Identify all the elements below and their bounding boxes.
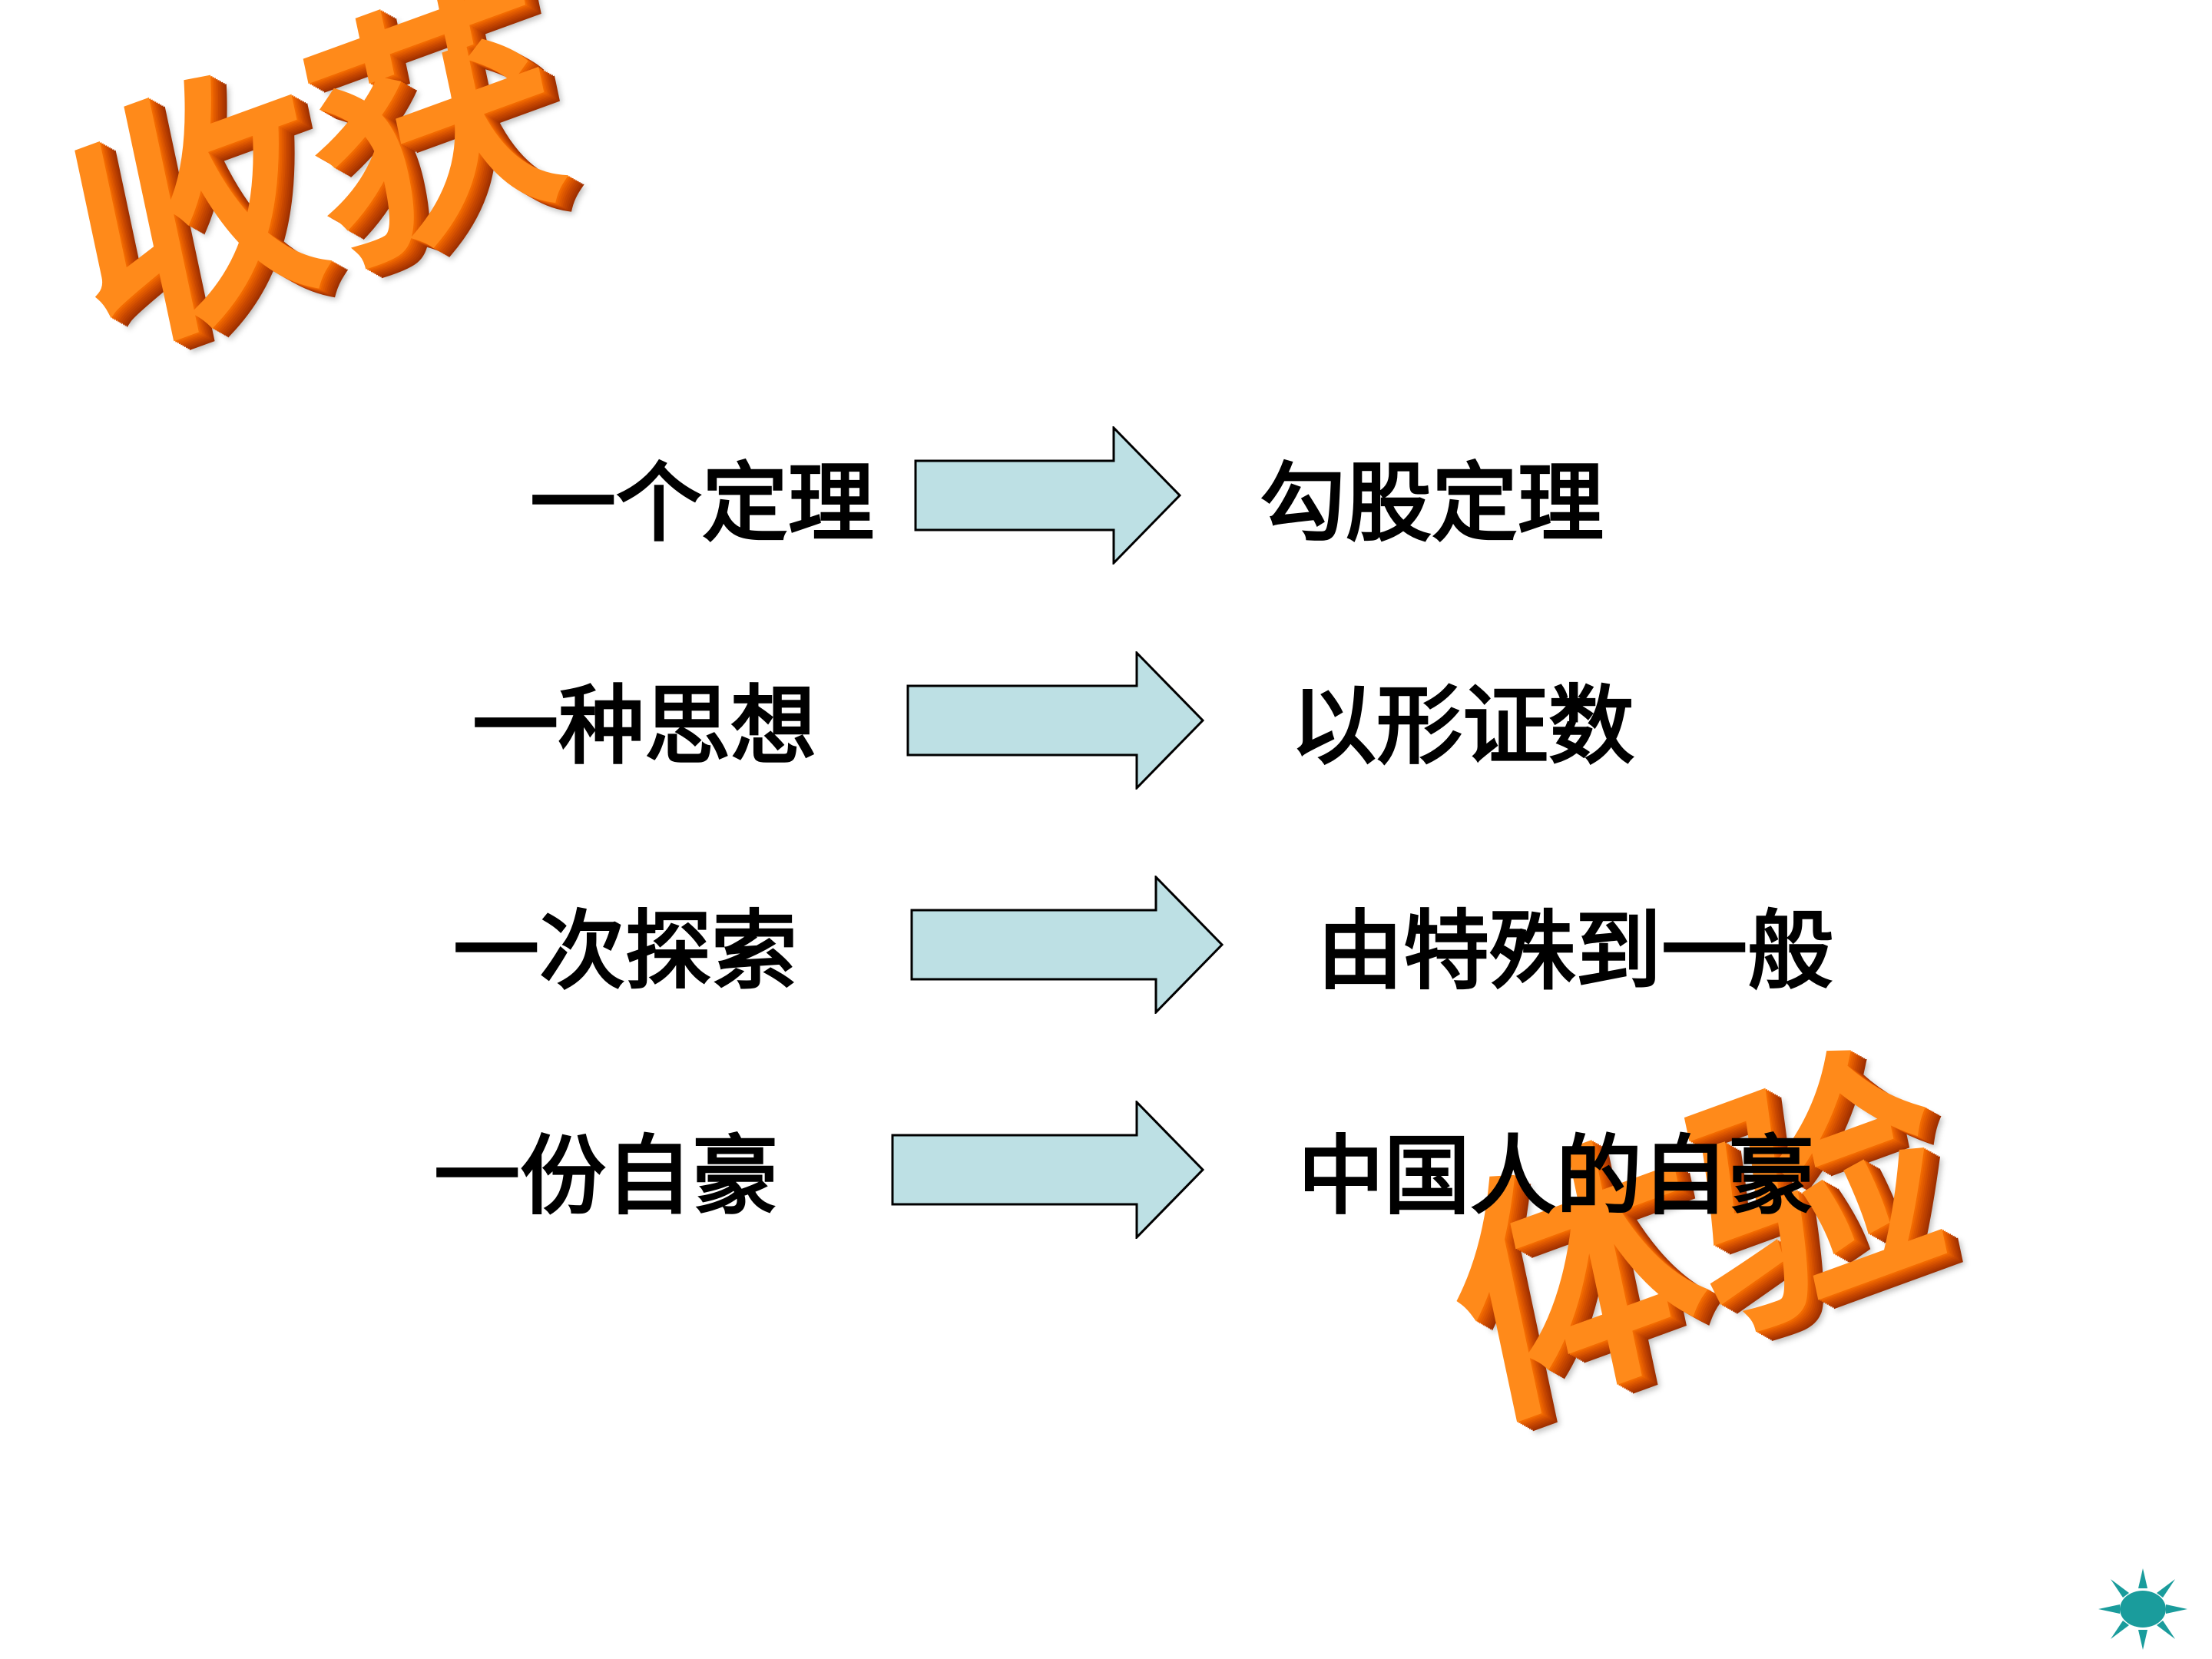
arrow-right-icon [891,1101,1206,1239]
row-4-left-label: 一份自豪 [434,1127,778,1227]
harvest-wordart: 收获 [45,0,584,403]
row-3-right-label: 由特殊到一般 [1317,902,1833,1002]
sun-icon[interactable] [2097,1567,2189,1651]
row-2-left-label: 一种思想 [472,677,816,777]
row-4-right-label: 中国人的自豪 [1298,1127,1814,1227]
row-1-right-label: 勾股定理 [1260,454,1604,554]
experience-wordart: 体验 [1428,1005,1967,1471]
row-3-left-label: 一次探索 [453,902,797,1002]
row-1-left-label: 一个定理 [530,454,874,554]
arrow-right-icon [914,426,1183,565]
row-2-right-label: 以形证数 [1290,677,1634,777]
arrow-right-icon [910,876,1225,1014]
arrow-right-icon [906,651,1206,790]
